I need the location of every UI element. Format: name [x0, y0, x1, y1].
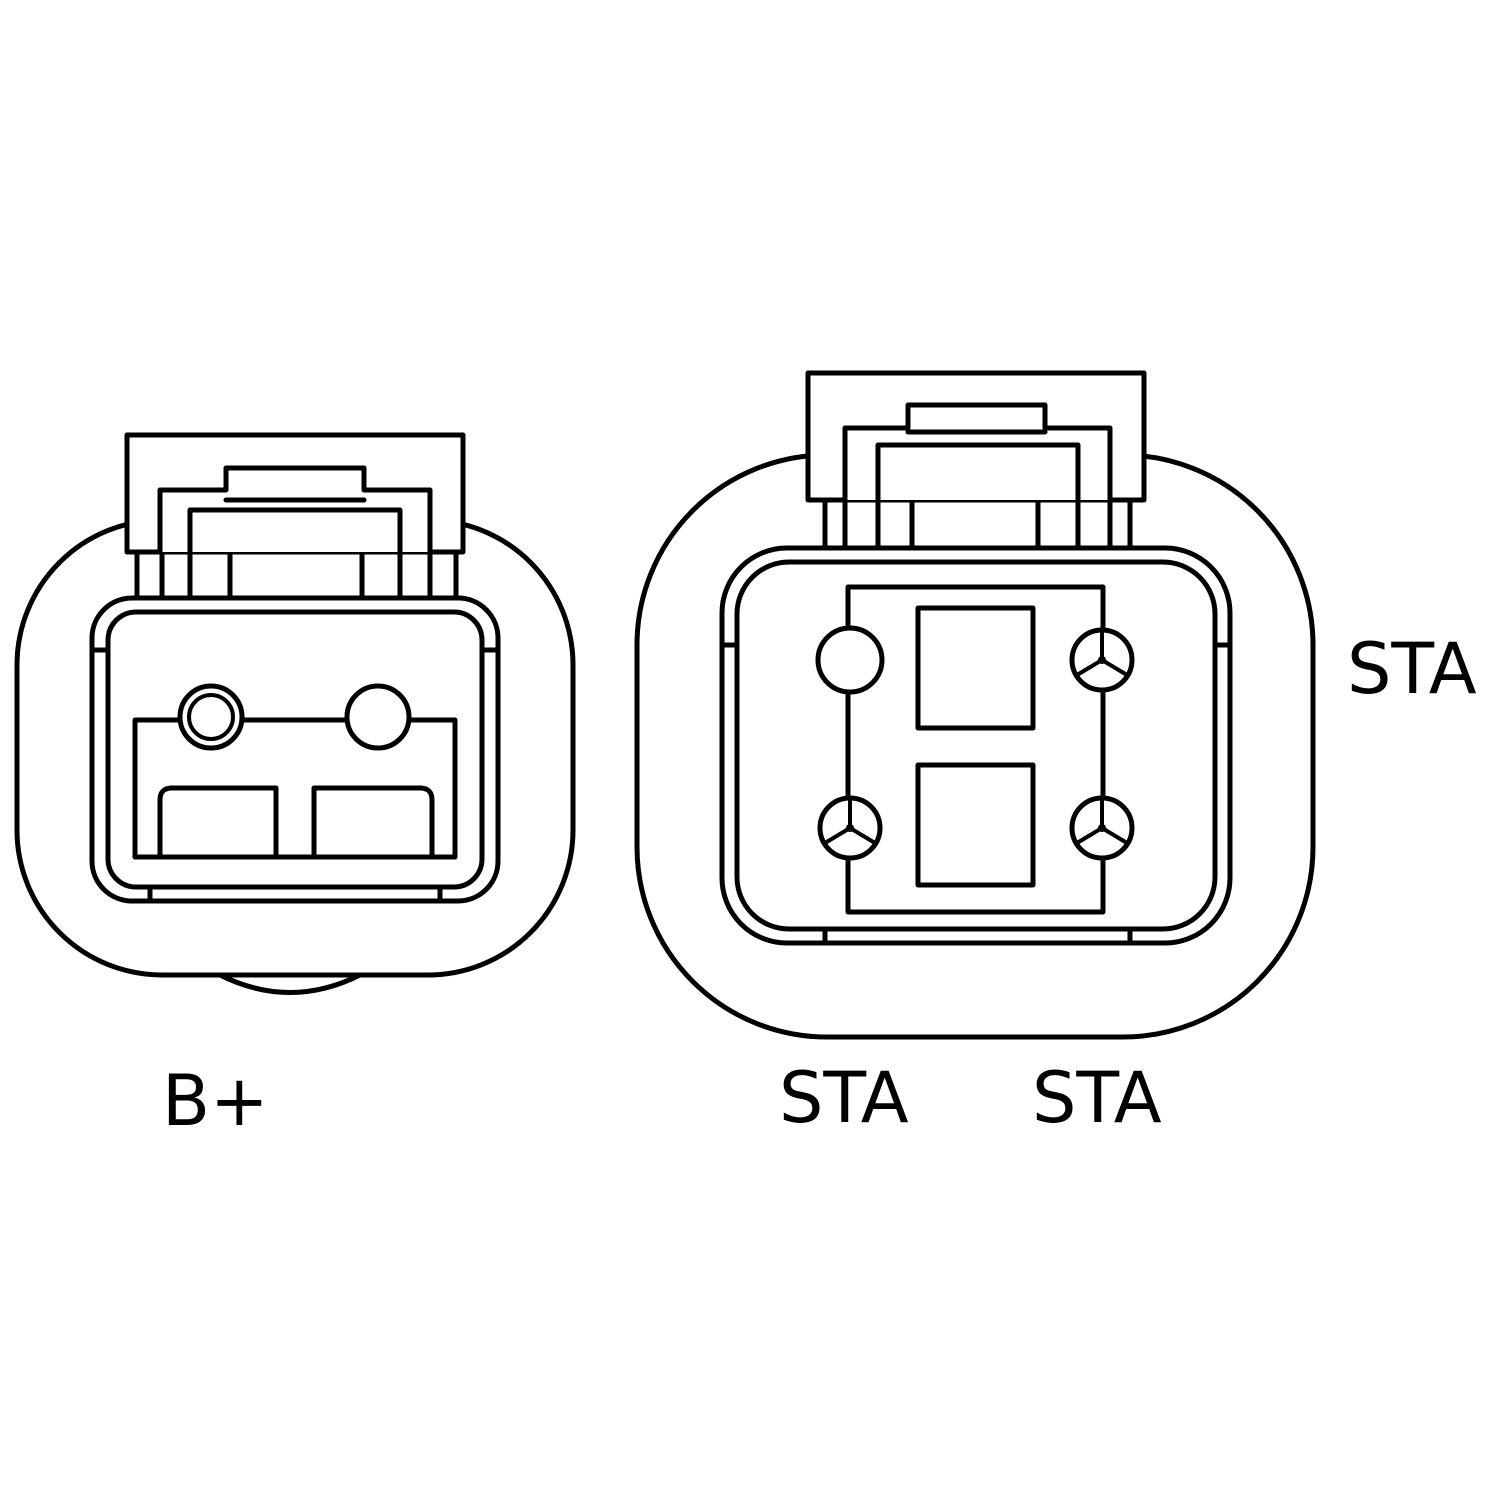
- sta-pin-top-right: [1069, 627, 1135, 693]
- pin-carrier: [845, 584, 1106, 915]
- sta-label-bottom-left: STA: [779, 1057, 909, 1139]
- sta-pin-bottom-right: [1069, 795, 1135, 861]
- four-pin-connector: [634, 370, 1316, 1040]
- connector-face-inner: [105, 609, 485, 890]
- b-plus-pin-inner: [187, 693, 235, 741]
- latch-inner-frame: [875, 442, 1081, 503]
- connector-bottom-bump: [217, 972, 363, 995]
- latch-inner-frame: [187, 507, 403, 555]
- face-ticks: [89, 647, 501, 904]
- sta-label-bottom-right: STA: [1032, 1057, 1162, 1139]
- latch-tab: [842, 402, 1113, 500]
- face-ticks: [719, 642, 1233, 946]
- b-plus-label: B+: [162, 1060, 269, 1142]
- pin-socket-open: [815, 625, 885, 695]
- key-slot-top: [915, 605, 1036, 731]
- two-pin-connector: [14, 432, 576, 995]
- terminal-pad-right: [311, 785, 435, 860]
- connector-face-outer: [89, 595, 501, 904]
- pin-carrier: [132, 717, 458, 860]
- sta-pin-bottom-left: [817, 795, 883, 861]
- terminal-pad-left: [157, 785, 279, 860]
- connector-face-inner: [734, 559, 1218, 932]
- sta-label-right: STA: [1347, 628, 1477, 710]
- pin-socket-2: [344, 683, 412, 751]
- key-slot-bottom: [915, 762, 1036, 888]
